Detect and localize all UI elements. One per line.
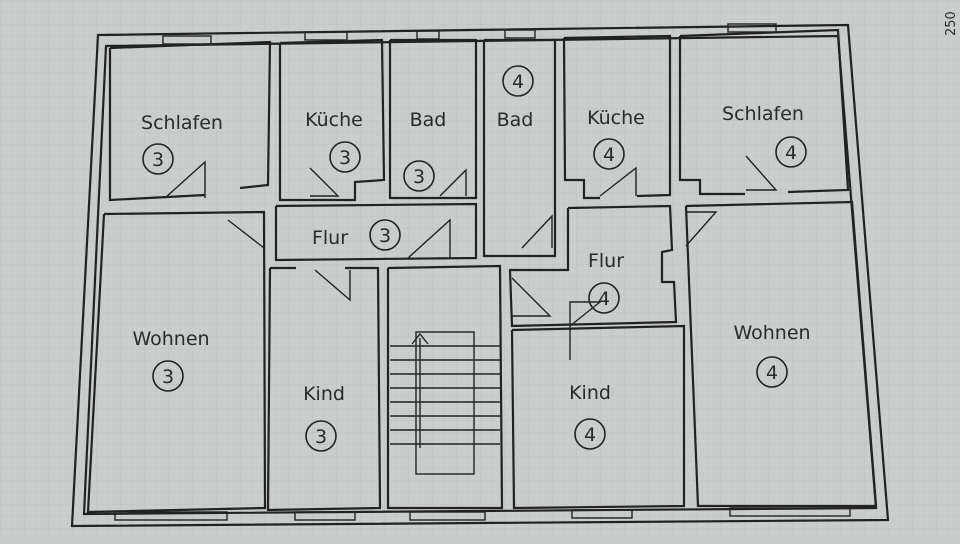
unit-circle-wohnen-4 <box>756 356 788 388</box>
room-name-kind-3: Kind <box>303 383 345 405</box>
unit-number-kueche-4: 4 <box>603 144 615 166</box>
unit-number-schlafen-4: 4 <box>785 142 797 164</box>
room-name-wohnen-4: Wohnen <box>733 322 810 344</box>
unit-number-bad-4: 4 <box>512 71 524 93</box>
unit-number-schlafen-3: 3 <box>152 149 164 171</box>
room-name-schlafen-3: Schlafen <box>141 112 223 134</box>
door-swings <box>164 155 778 360</box>
unit-number-kind-3: 3 <box>315 426 327 448</box>
windows-bottom <box>114 507 851 521</box>
unit-number-bad-3: 3 <box>413 166 425 188</box>
unit-number-flur-4: 4 <box>598 288 610 310</box>
room-name-bad-4: Bad <box>497 109 534 131</box>
unit-circle-bad-3 <box>403 160 435 192</box>
unit-circle-kind-4 <box>574 418 606 450</box>
unit-circle-bad-4 <box>502 65 534 97</box>
unit-circle-kueche-3 <box>329 141 361 173</box>
unit-circle-flur-3 <box>369 219 401 251</box>
unit-number-flur-3: 3 <box>379 225 391 247</box>
room-name-flur-3: Flur <box>312 227 348 249</box>
unit-circle-kueche-4 <box>593 138 625 170</box>
room-name-kind-4: Kind <box>569 382 611 404</box>
unit-number-kueche-3: 3 <box>339 147 351 169</box>
page-side-number: 250 <box>944 11 959 36</box>
room-name-flur-4: Flur <box>588 250 624 272</box>
room-walls <box>86 28 878 514</box>
staircase <box>390 331 500 475</box>
unit-circle-schlafen-3 <box>142 143 174 175</box>
unit-circle-schlafen-4 <box>775 136 807 168</box>
unit-number-kind-4: 4 <box>584 424 596 446</box>
unit-circle-flur-4 <box>588 282 620 314</box>
room-name-kueche-3: Küche <box>305 109 363 131</box>
unit-circle-wohnen-3 <box>152 360 184 392</box>
outer-walls <box>70 23 890 528</box>
room-name-kueche-4: Küche <box>587 107 645 129</box>
unit-number-wohnen-4: 4 <box>766 362 778 384</box>
room-name-schlafen-4: Schlafen <box>722 103 804 125</box>
unit-number-wohnen-3: 3 <box>162 366 174 388</box>
room-name-wohnen-3: Wohnen <box>132 328 209 350</box>
room-name-bad-3: Bad <box>410 109 447 131</box>
room-labels: Schlafen3Küche3Bad3Bad4Küche4Schlafen4Fl… <box>132 65 811 452</box>
windows-top <box>162 23 777 45</box>
unit-circle-kind-3 <box>305 420 337 452</box>
